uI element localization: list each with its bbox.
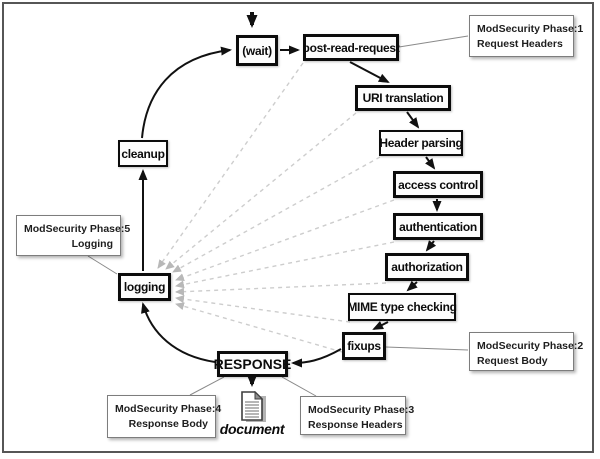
note-line: ModSecurity Phase:1 [477, 23, 584, 35]
note-line: Response Headers [308, 419, 403, 432]
node-cleanup: cleanup [118, 140, 168, 167]
note-line: ModSecurity Phase:2 [477, 340, 584, 352]
note-line: Request Headers [477, 38, 563, 51]
node-logging: logging [118, 273, 171, 301]
flow-arrows [138, 45, 442, 368]
note-line: ModSecurity Phase:3 [308, 404, 415, 416]
node-uri-translation: URI translation [355, 85, 451, 111]
note-line: Request Body [477, 355, 548, 368]
node-header-parsing: Header parsing [379, 130, 463, 156]
node-fixups: fixups [342, 332, 386, 360]
note-line: Logging [71, 238, 113, 251]
phase-to-logging-dashed-rays [157, 62, 395, 353]
note-modsecurity-phase5: ModSecurity Phase:5 Logging [16, 215, 131, 256]
note-connectors [87, 35, 469, 397]
note-modsecurity-phase4: ModSecurity Phase:4 Response Body [107, 395, 222, 438]
node-access-control: access control [393, 171, 483, 198]
document-icon [241, 390, 267, 423]
note-modsecurity-phase3: ModSecurity Phase:3 Response Headers [300, 396, 415, 435]
node-authentication: authentication [393, 213, 483, 240]
node-response: RESPONSE [214, 351, 291, 377]
note-line: ModSecurity Phase:5 [24, 223, 131, 235]
node-mime-type-checking: MIME type checking [347, 293, 457, 321]
note-line: ModSecurity Phase:4 [115, 403, 222, 415]
note-modsecurity-phase2: ModSecurity Phase:2 Request Body [469, 332, 584, 371]
node-post-read-request: post-read-request [303, 34, 400, 61]
document-label: document [219, 421, 285, 437]
note-line: Response Body [128, 418, 208, 431]
node-authorization: authorization [385, 253, 469, 281]
node-wait: (wait) [236, 35, 278, 66]
note-modsecurity-phase1: ModSecurity Phase:1 Request Headers [469, 15, 584, 57]
